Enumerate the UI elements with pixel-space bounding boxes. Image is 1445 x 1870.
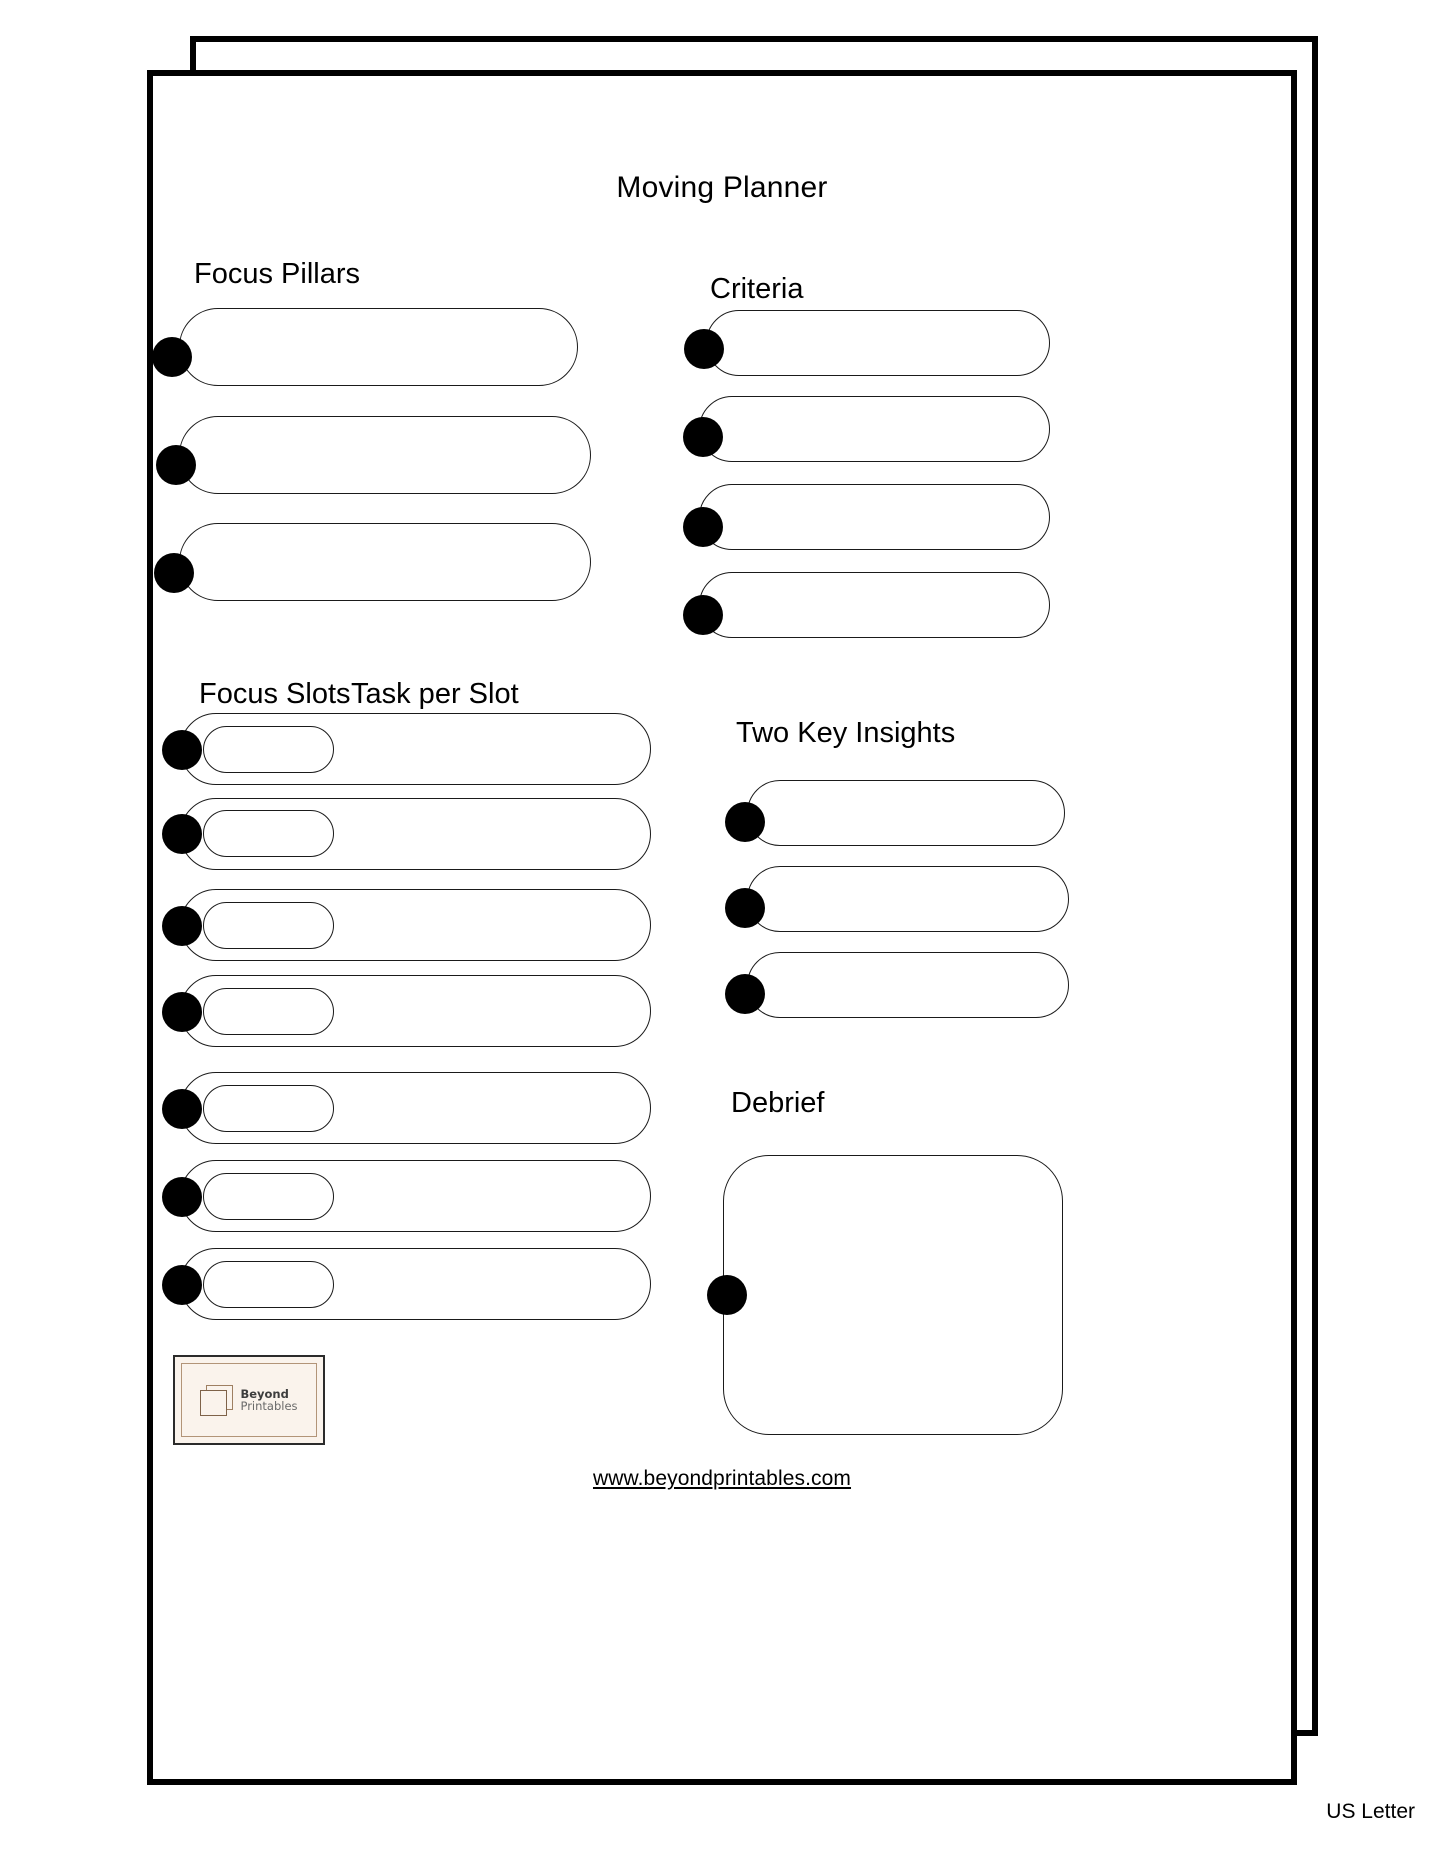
- criteria-bullet-4: [683, 595, 723, 635]
- focus-slot-field-5[interactable]: [203, 1085, 334, 1132]
- focus-slot-field-2[interactable]: [203, 810, 334, 857]
- focus-pillars-field-3[interactable]: [179, 523, 591, 601]
- paper-size-label: US Letter: [1326, 1800, 1415, 1823]
- stacked-squares-icon: [200, 1384, 234, 1416]
- criteria-field-1[interactable]: [706, 310, 1050, 376]
- page-title: Moving Planner: [616, 171, 828, 204]
- two-key-insights-field-3[interactable]: [747, 952, 1069, 1018]
- two-key-insights-bullet-3: [725, 974, 765, 1014]
- worksheet-canvas: Moving Planner Focus Pillars Criteria Fo…: [152, 76, 1291, 1779]
- focus-pillars-field-1[interactable]: [179, 308, 578, 386]
- criteria-field-4[interactable]: [699, 572, 1050, 638]
- focus-slot-field-7[interactable]: [203, 1261, 334, 1308]
- focus-slot-field-6[interactable]: [203, 1173, 334, 1220]
- criteria-bullet-1: [684, 329, 724, 369]
- section-heading-task-per-slot: Task per Slot: [351, 678, 519, 710]
- focus-slots-bullet-2: [162, 814, 202, 854]
- focus-slot-field-4[interactable]: [203, 988, 334, 1035]
- criteria-field-2[interactable]: [699, 396, 1050, 462]
- focus-pillars-field-2[interactable]: [179, 416, 591, 494]
- section-heading-focus-pillars: Focus Pillars: [194, 258, 360, 290]
- criteria-bullet-3: [683, 507, 723, 547]
- brand-name-line2: Printables: [240, 1399, 298, 1413]
- two-key-insights-field-1[interactable]: [747, 780, 1065, 846]
- focus-slots-bullet-3: [162, 906, 202, 946]
- brand-name-line1: Beyond: [240, 1386, 289, 1401]
- site-url-link[interactable]: www.beyondprintables.com: [592, 1467, 852, 1490]
- criteria-bullet-2: [683, 417, 723, 457]
- focus-slots-bullet-6: [162, 1177, 202, 1217]
- task-per-slot-field-4[interactable]: [180, 975, 651, 1047]
- two-key-insights-field-2[interactable]: [747, 866, 1069, 932]
- two-key-insights-bullet-1: [725, 802, 765, 842]
- brand-logo-inner-frame: Beyond Printables: [181, 1363, 317, 1437]
- debrief-field[interactable]: [723, 1155, 1063, 1435]
- brand-logo-text: Beyond Printables: [240, 1386, 298, 1413]
- focus-slot-field-1[interactable]: [203, 726, 334, 773]
- brand-logo: Beyond Printables: [173, 1355, 325, 1445]
- focus-pillars-bullet-2: [156, 445, 196, 485]
- focus-slots-bullet-1: [162, 730, 202, 770]
- two-key-insights-bullet-2: [725, 888, 765, 928]
- section-heading-two-key-insights: Two Key Insights: [736, 717, 956, 749]
- focus-pillars-bullet-3: [154, 553, 194, 593]
- focus-pillars-bullet-1: [152, 337, 192, 377]
- focus-slots-bullet-4: [162, 992, 202, 1032]
- section-heading-focus-slots: Focus Slots: [199, 678, 351, 710]
- section-heading-debrief: Debrief: [731, 1087, 825, 1119]
- criteria-field-3[interactable]: [699, 484, 1050, 550]
- focus-slots-bullet-5: [162, 1089, 202, 1129]
- debrief-bullet: [707, 1275, 747, 1315]
- section-heading-criteria: Criteria: [710, 273, 804, 305]
- focus-slots-bullet-7: [162, 1265, 202, 1305]
- focus-slot-field-3[interactable]: [203, 902, 334, 949]
